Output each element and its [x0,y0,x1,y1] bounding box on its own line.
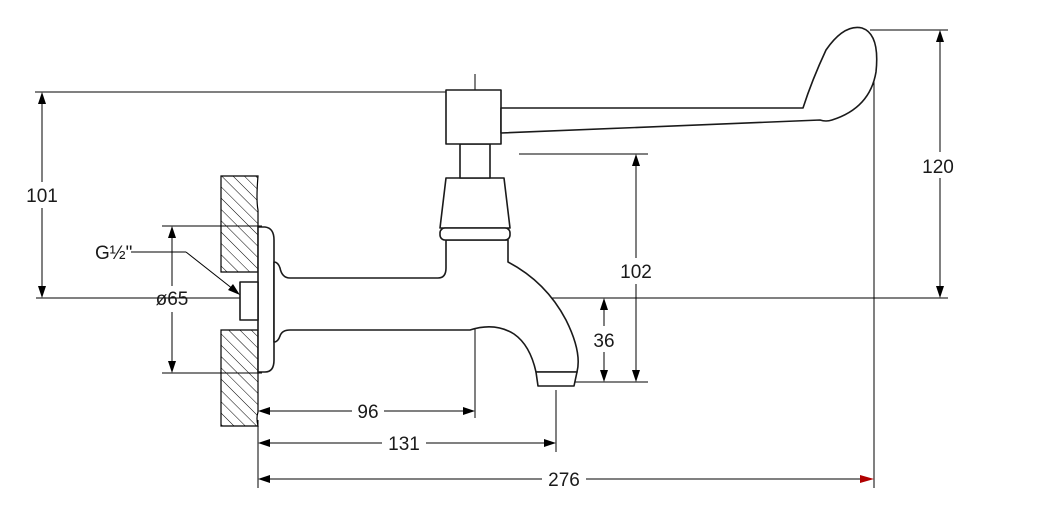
dim-120: 120 [922,30,954,298]
dim-276: 276 [258,470,874,491]
wall-section-bottom [220,329,259,427]
dim-36-label: 36 [593,331,614,352]
dim-36: 36 [593,298,615,382]
dim-96-label: 96 [357,402,378,423]
dim-276-label: 276 [548,470,580,491]
wall-section-top [220,175,259,273]
dim-102-label: 102 [620,262,652,283]
dim-96: 96 [258,402,475,423]
dim-120-label: 120 [922,157,954,178]
dim-131-label: 131 [388,434,420,455]
dim-diameter: ø65 [156,226,189,373]
dim-diameter-label: ø65 [156,289,189,310]
thread-callout: G½" [95,243,240,295]
thread-label: G½" [95,243,132,264]
faucet-body [239,26,878,387]
dim-101-label: 101 [26,186,58,207]
dim-102: 102 [620,154,652,382]
dim-101: 101 [26,92,58,298]
dim-131: 131 [258,434,556,455]
